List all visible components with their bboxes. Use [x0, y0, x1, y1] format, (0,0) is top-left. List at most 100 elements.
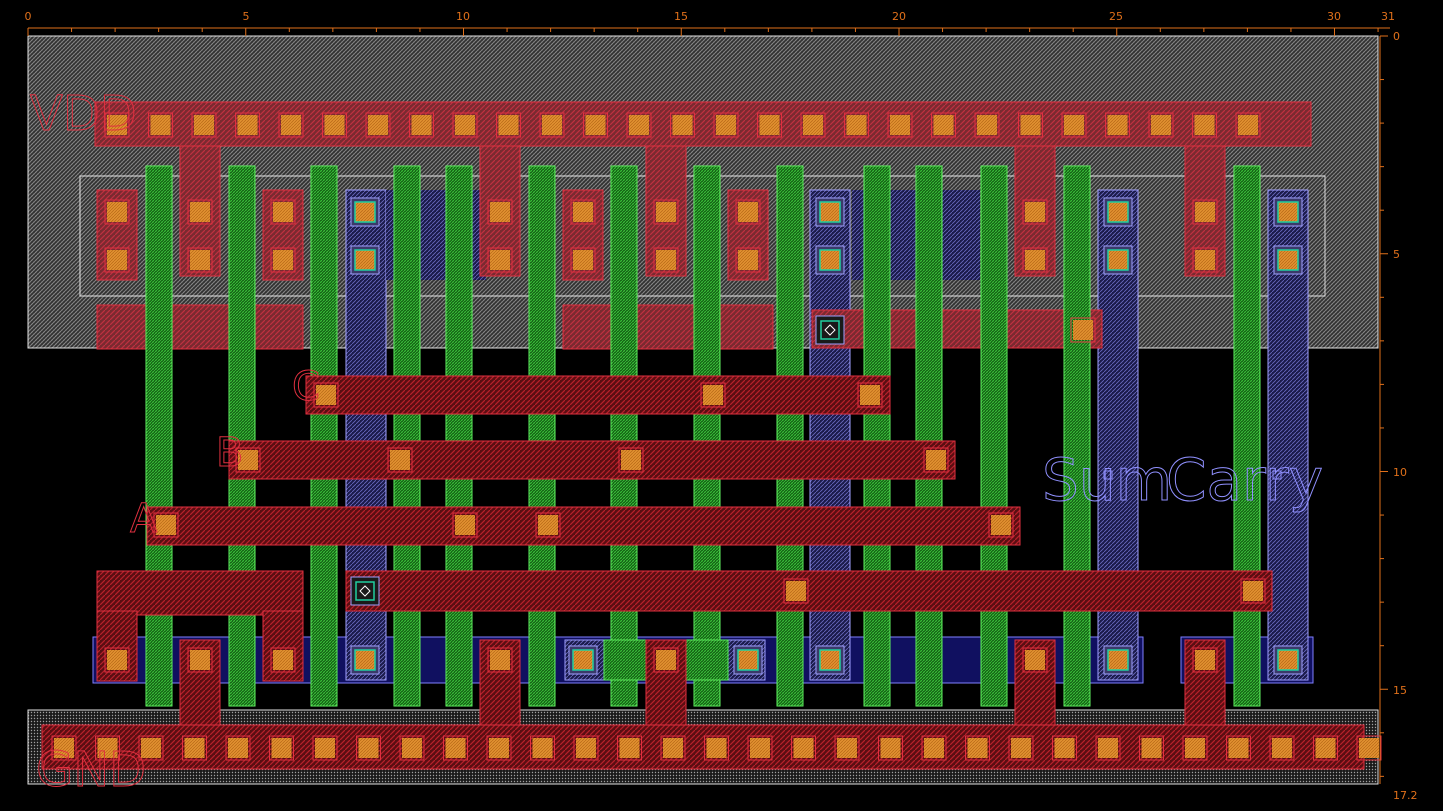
vdd-contact [235, 112, 260, 138]
gnd-contact [660, 735, 686, 761]
net-left-bottom [96, 570, 304, 616]
vdd-contact [800, 112, 826, 138]
gnd-contact [269, 735, 294, 761]
vdd-contact [191, 112, 217, 138]
ruler-right-5: 5 [1393, 248, 1400, 261]
signal-contact [783, 578, 809, 604]
ruler-top-10: 10 [456, 10, 470, 23]
pmos-bottom-strap-left [96, 304, 304, 350]
pmos-contact [187, 199, 213, 225]
signal-contact [313, 382, 339, 408]
vias [350, 197, 1303, 675]
ruler-top-30: 30 [1327, 10, 1341, 23]
label-sum: Sum [1042, 446, 1172, 514]
pmos-contact [1022, 247, 1048, 273]
vdd-contact [844, 112, 869, 138]
via [815, 245, 845, 275]
vdd-contact [626, 112, 652, 138]
via [1273, 197, 1303, 227]
ruler-top-0: 0 [25, 10, 32, 23]
vdd-contact [1018, 112, 1043, 138]
gnd-contact [95, 735, 120, 761]
pmos-contact [270, 247, 296, 273]
via [350, 645, 380, 675]
pmos-contact [187, 247, 213, 273]
signal-contact [700, 382, 726, 408]
pmos-contact [1022, 199, 1048, 225]
via [1103, 645, 1133, 675]
nmos-contact [270, 647, 296, 673]
via [350, 245, 380, 275]
vdd-contact [409, 112, 434, 138]
vdd-contact [1061, 112, 1087, 138]
ruler-right-10: 10 [1393, 466, 1407, 479]
vdd-contact [1148, 112, 1174, 138]
ruler-top-25: 25 [1109, 10, 1123, 23]
net-internal [345, 570, 1273, 612]
pmos-contact [653, 199, 679, 225]
gnd-contact [51, 735, 77, 761]
ruler-right-15: 15 [1393, 684, 1407, 697]
gnd-contact [356, 735, 381, 761]
vdd-contact [1192, 112, 1217, 138]
vdd-contact [322, 112, 347, 138]
poly-gates [145, 165, 1261, 707]
ruler-top: 0 5 10 15 20 25 30 31 [25, 10, 1395, 36]
ruler-right: 0 5 10 15 17.2 [1379, 30, 1418, 802]
carry-pin-marker [1272, 470, 1282, 480]
ruler-right-0: 0 [1393, 30, 1400, 43]
via-marker [350, 576, 380, 606]
pmos-contact [270, 199, 296, 225]
nmos-contact [1022, 647, 1048, 673]
label-c: C [292, 364, 320, 410]
via [350, 197, 380, 227]
sum-pmos-connect [811, 309, 1103, 349]
via [815, 197, 845, 227]
via [1103, 245, 1133, 275]
gnd-contact [747, 735, 773, 761]
net-a [146, 506, 1021, 546]
vdd-contact [931, 112, 956, 138]
signal-contact [153, 512, 179, 538]
nmos-contact [1192, 647, 1218, 673]
signal-contact [923, 447, 949, 473]
vdd-contact [887, 112, 913, 138]
gnd-contact [182, 735, 207, 761]
pmos-pads [96, 189, 769, 281]
gnd-contact [1182, 735, 1208, 761]
gnd-contact [1052, 735, 1077, 761]
nmos-contact [653, 647, 679, 673]
ruler-right-17-2: 17.2 [1393, 789, 1418, 802]
nmos-contact [187, 647, 213, 673]
gnd-contact [486, 735, 512, 761]
pmos-contact [653, 247, 679, 273]
vdd-contact [1235, 112, 1261, 138]
vdd-contact [496, 112, 521, 138]
pmos-contact [735, 199, 761, 225]
pmos-bottom-strap-mid [562, 304, 774, 350]
via [733, 645, 763, 675]
gnd-contact [704, 735, 729, 761]
gnd-contact [443, 735, 468, 761]
gnd-contact [1008, 735, 1034, 761]
gnd-contact [1095, 735, 1121, 761]
vdd-contact [148, 112, 173, 138]
via [1103, 197, 1133, 227]
pmos-contact [735, 247, 761, 273]
via [568, 645, 598, 675]
ruler-top-31: 31 [1381, 10, 1395, 23]
gnd-contact [791, 735, 816, 761]
vdd-contact [757, 112, 782, 138]
signal-contact [235, 447, 261, 473]
label-carry: Carry [1166, 446, 1323, 514]
via-marker [815, 315, 845, 345]
via [1273, 645, 1303, 675]
gnd-contact [878, 735, 903, 761]
pmos-contact [487, 199, 513, 225]
gnd-contact [573, 735, 599, 761]
gnd-contact [1226, 735, 1251, 761]
gnd-rail [41, 724, 1365, 770]
gnd-contact [921, 735, 947, 761]
vdd-contact [104, 112, 130, 138]
net-c [305, 375, 891, 415]
